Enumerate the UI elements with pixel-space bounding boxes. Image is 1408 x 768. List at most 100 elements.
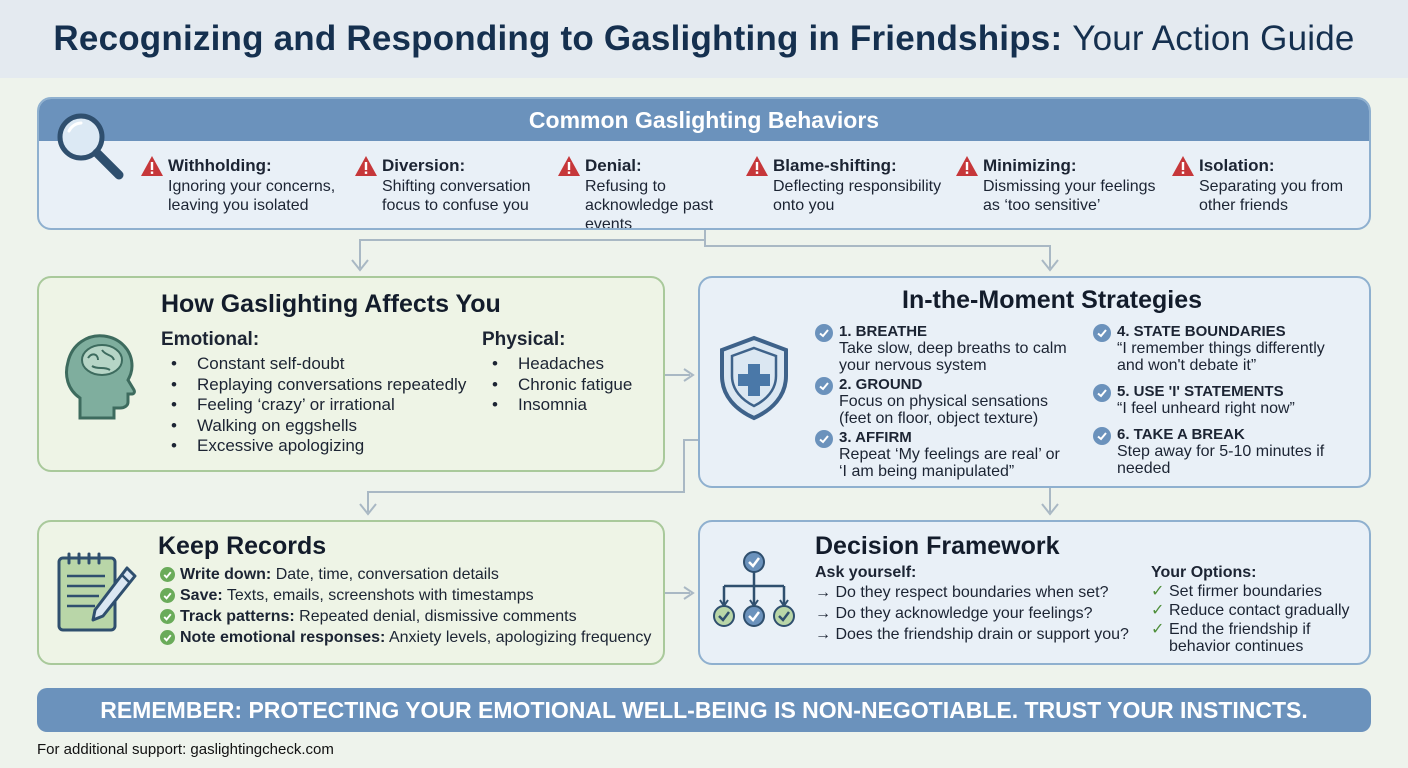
checkmark-icon: ✓ (1151, 621, 1165, 638)
strategies-heading: In-the-Moment Strategies (902, 286, 1203, 314)
record-label: Note emotional responses: (180, 629, 386, 646)
desc-line: Step away for 5-10 minutes if (1117, 443, 1325, 460)
behavior-desc: Dismissing your feelings as ‘too sensiti… (983, 178, 1156, 214)
behavior-title: Withholding: (168, 156, 272, 175)
behaviors-heading: Common Gaslighting Behaviors (39, 99, 1369, 141)
record-detail: Texts, emails, screenshots with timestam… (222, 587, 534, 604)
behavior-desc: Refusing to acknowledge past events (585, 178, 714, 230)
remember-banner: REMEMBER: PROTECTING YOUR EMOTIONAL WELL… (37, 688, 1371, 732)
arrow-behaviors-to-affects (359, 230, 706, 268)
option-text: Reduce contact gradually (1169, 602, 1350, 619)
record-detail: Repeated denial, dismissive comments (294, 608, 577, 625)
title-main: Recognizing and Responding to Gaslightin… (53, 19, 1063, 58)
emotional-list: Constant self-doubt Replaying conversati… (161, 354, 466, 457)
list-item: Chronic fatigue (482, 375, 632, 396)
list-item: Insomnia (482, 395, 632, 416)
arrowhead-strategies (1041, 259, 1059, 272)
question-item: → Do they respect boundaries when set? (815, 584, 1109, 601)
title-accent: Your Action Guide (1072, 19, 1355, 58)
record-detail: Date, time, conversation details (271, 566, 499, 583)
list-item: Feeling ‘crazy’ or irrational (161, 395, 466, 416)
strategy-title: 1. BREATHE (839, 323, 928, 340)
check-circle-icon (1093, 324, 1111, 342)
ask-label: Ask yourself: (815, 564, 917, 581)
arrow-behaviors-to-strategies (704, 230, 1051, 268)
record-label: Save: (180, 587, 223, 604)
record-label: Write down: (180, 566, 272, 583)
arrowhead-mid-2 (683, 586, 695, 600)
warning-icon (746, 156, 768, 176)
desc-line: “I feel unheard right now” (1117, 400, 1295, 417)
warning-icon (355, 156, 377, 176)
footer-support-text: For additional support: gaslightingcheck… (37, 741, 334, 758)
question-item: → Do they acknowledge your feelings? (815, 605, 1093, 622)
record-text: Write down: Date, time, conversation det… (180, 566, 499, 584)
desc-line: Repeat ‘My feelings are real’ or (839, 446, 1060, 463)
decision-heading: Decision Framework (815, 532, 1060, 560)
behavior-title: Denial: (585, 156, 642, 175)
arrowhead-affects (351, 259, 369, 272)
records-heading: Keep Records (158, 532, 327, 560)
behavior-desc: Ignoring your concerns, leaving you isol… (168, 178, 336, 214)
record-label: Track patterns: (180, 608, 295, 625)
desc-line: (feet on floor, object texture) (839, 410, 1039, 427)
strategy-desc: Repeat ‘My feelings are real’ or‘I am be… (839, 446, 1060, 480)
strategy-title: 4. STATE BOUNDARIES (1117, 323, 1286, 340)
record-text: Save: Texts, emails, screenshots with ti… (180, 587, 534, 605)
arrowhead-decision (1041, 503, 1059, 516)
option-line: behavior continues (1169, 638, 1304, 655)
warning-icon (141, 156, 163, 176)
strategy-title: 6. TAKE A BREAK (1117, 426, 1245, 443)
warning-icon (558, 156, 580, 176)
options-label: Your Options: (1151, 564, 1257, 581)
strategies-panel (698, 276, 1371, 488)
desc-line: your nervous system (839, 357, 987, 374)
title-bar: Recognizing and Responding to Gaslightin… (0, 0, 1408, 78)
record-detail: Anxiety levels, apologizing frequency (385, 629, 652, 646)
behavior-title: Blame-shifting: (773, 156, 897, 175)
desc-line: Take slow, deep breaths to calm (839, 340, 1067, 357)
arrowhead-records (359, 503, 377, 516)
desc-line: ‘I am being manipulated” (839, 463, 1015, 480)
strategy-title: 2. GROUND (839, 376, 923, 393)
arrow-strategies-to-records (367, 439, 698, 512)
emotional-label: Emotional: (161, 329, 260, 350)
magnifying-glass-icon (57, 113, 124, 180)
check-circle-icon (1093, 427, 1111, 445)
notepad-pen-icon (57, 552, 137, 632)
option-text: Set firmer boundaries (1169, 583, 1322, 600)
shield-icon (720, 335, 788, 421)
behavior-title: Isolation: (1199, 156, 1275, 175)
decision-panel (698, 520, 1371, 665)
list-item: Excessive apologizing (161, 436, 466, 457)
check-circle-icon (160, 630, 175, 645)
decision-tree-icon (713, 551, 795, 627)
record-text: Note emotional responses: Anxiety levels… (180, 629, 651, 647)
behavior-title: Minimizing: (983, 156, 1077, 175)
behaviors-panel: Common Gaslighting Behaviors Withholding… (37, 97, 1371, 230)
list-item: Constant self-doubt (161, 354, 466, 375)
records-panel (37, 520, 665, 665)
check-circle-icon (815, 324, 833, 342)
physical-label: Physical: (482, 329, 566, 350)
desc-line: needed (1117, 460, 1171, 477)
desc-line: Focus on physical sensations (839, 393, 1048, 410)
strategy-title: 5. USE 'I' STATEMENTS (1117, 383, 1284, 400)
behavior-title: Diversion: (382, 156, 466, 175)
strategy-title: 3. AFFIRM (839, 429, 912, 446)
checkmark-icon: ✓ (1151, 583, 1165, 600)
strategy-desc: Focus on physical sensations(feet on flo… (839, 393, 1048, 427)
affects-heading: How Gaslighting Affects You (161, 290, 501, 318)
desc-line: “I remember things differently (1117, 340, 1325, 357)
desc-line: and won't debate it” (1117, 357, 1257, 374)
list-item: Headaches (482, 354, 632, 375)
check-circle-icon (1093, 384, 1111, 402)
physical-list: Headaches Chronic fatigue Insomnia (482, 354, 632, 416)
behavior-desc: Separating you from other friends (1199, 178, 1344, 214)
question-item: → Does the friendship drain or support y… (815, 626, 1129, 643)
